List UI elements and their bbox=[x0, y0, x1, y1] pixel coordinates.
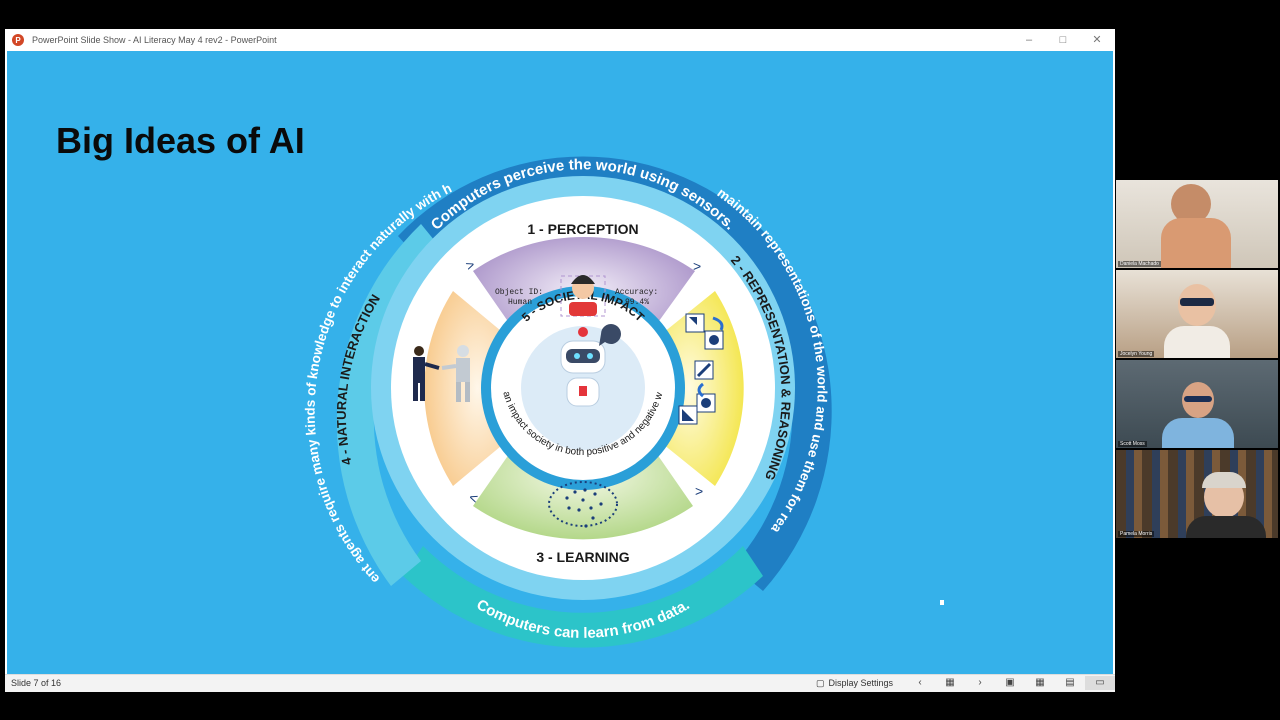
slide-title: Big Ideas of AI bbox=[56, 120, 305, 161]
window-title: PowerPoint Slide Show - AI Literacy May … bbox=[32, 35, 277, 45]
title-bar: P PowerPoint Slide Show - AI Literacy Ma… bbox=[5, 29, 1115, 51]
normal-view-icon[interactable]: ▣ bbox=[1005, 677, 1015, 688]
powerpoint-window: P PowerPoint Slide Show - AI Literacy Ma… bbox=[5, 29, 1115, 692]
slide-sorter-icon[interactable]: ▦ bbox=[1035, 677, 1045, 688]
slideshow-status-bar: Slide 7 of 16 ▢ Display Settings ‹ ▦ › ▣… bbox=[5, 674, 1115, 692]
participant-tile[interactable]: Pamela Morris bbox=[1116, 450, 1278, 538]
slideshow-view-icon[interactable]: ▭ bbox=[1085, 676, 1115, 690]
participant-name: Scott Moss bbox=[1118, 441, 1147, 447]
participant-tile[interactable]: Scott Moss bbox=[1116, 360, 1278, 448]
minimize-icon[interactable]: – bbox=[1025, 34, 1033, 46]
participant-name: Jocelyn Young bbox=[1118, 351, 1155, 357]
label-learning: 3 - LEARNING bbox=[536, 549, 629, 565]
ring-segment-left bbox=[336, 224, 443, 586]
maximize-icon[interactable]: □ bbox=[1059, 34, 1067, 46]
label-perception: 1 - PERCEPTION bbox=[527, 221, 638, 237]
slide-canvas[interactable]: Big Ideas of AI bbox=[7, 51, 1113, 674]
mouse-cursor bbox=[940, 600, 944, 605]
robot-icon bbox=[560, 324, 621, 407]
close-icon[interactable]: ✕ bbox=[1092, 34, 1102, 46]
accuracy-label: Accuracy: bbox=[615, 288, 658, 297]
brain-icon bbox=[548, 481, 618, 528]
participant-name: Daniela Machado bbox=[1118, 261, 1161, 267]
object-id-value: Human bbox=[508, 298, 532, 307]
video-gallery: Daniela Machado Jocelyn Young Scott Moss… bbox=[1116, 180, 1280, 540]
avatar bbox=[1171, 184, 1211, 224]
accuracy-value: 99.4% bbox=[625, 298, 649, 307]
ring-segment-right bbox=[713, 211, 832, 591]
big-ideas-diagram: Computers perceive the world using senso… bbox=[303, 106, 832, 648]
ring-segment-top bbox=[398, 156, 768, 264]
powerpoint-icon: P bbox=[12, 34, 24, 46]
previous-slide-button[interactable]: ‹ bbox=[918, 677, 922, 688]
next-slide-button[interactable]: › bbox=[978, 677, 982, 688]
participant-name: Pamela Morris bbox=[1118, 531, 1155, 537]
ring-segment-bottom bbox=[403, 546, 763, 648]
reading-view-icon[interactable]: ▤ bbox=[1065, 677, 1075, 688]
object-id-label: Object ID: bbox=[495, 288, 543, 297]
handshake-icon bbox=[413, 345, 470, 402]
participant-tile[interactable]: Jocelyn Young bbox=[1116, 270, 1278, 358]
face-icon bbox=[560, 275, 606, 317]
slide-counter: Slide 7 of 16 bbox=[11, 678, 62, 688]
display-settings-button[interactable]: Display Settings bbox=[828, 678, 893, 688]
chevron-icon: > bbox=[693, 258, 701, 274]
chevron-icon: > bbox=[695, 483, 703, 499]
blocks-icon bbox=[678, 313, 724, 425]
display-settings-icon[interactable]: ▢ bbox=[815, 677, 825, 688]
slide-menu-icon[interactable]: ▦ bbox=[945, 677, 955, 688]
participant-tile[interactable]: Daniela Machado bbox=[1116, 180, 1278, 268]
